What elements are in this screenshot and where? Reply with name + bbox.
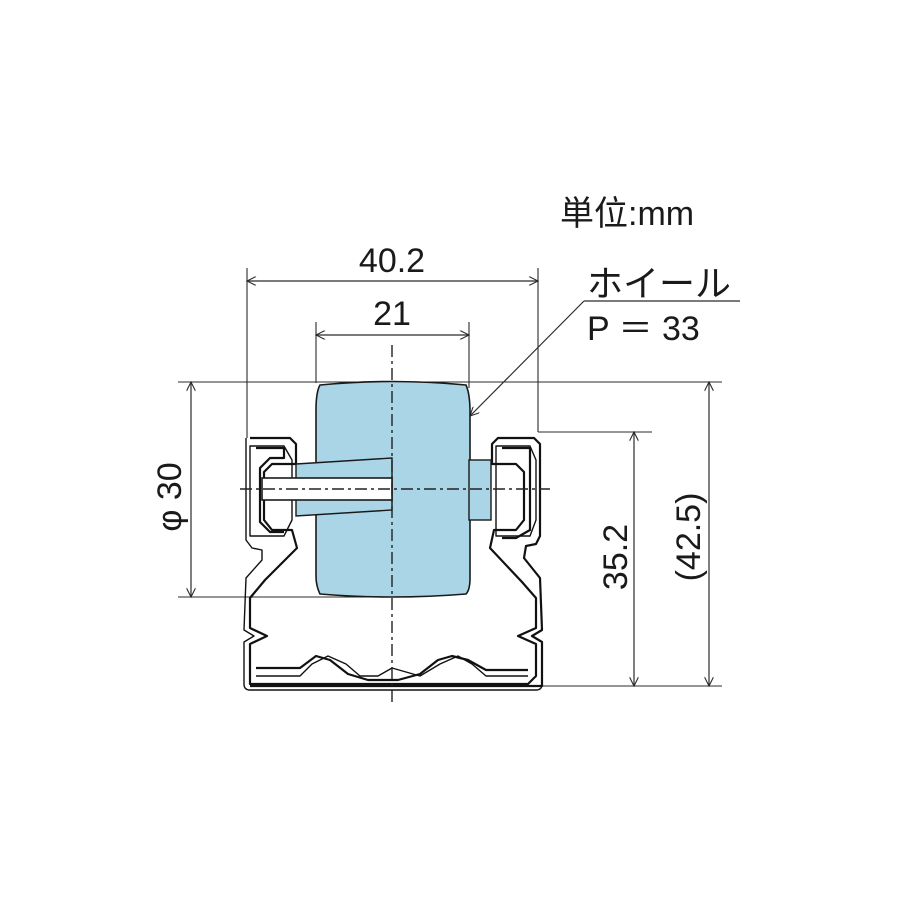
callout-pitch-label: P ＝ 33: [587, 310, 700, 348]
frame-inner-profile: [243, 438, 543, 691]
left-nut-block: [249, 445, 293, 537]
dim-total-height-label: (42.5): [670, 493, 708, 582]
dim-wheel-diameter-label: φ 30: [151, 462, 189, 531]
callout-wheel-label: ホイール: [587, 263, 731, 304]
dim-overall-width-label: 40.2: [359, 242, 425, 280]
frame-right-clamp: [502, 446, 532, 540]
frame-left-clamp: [256, 446, 286, 534]
right-nut-block: [495, 445, 537, 537]
wheel-body: [315, 380, 471, 598]
dim-frame-height-label: 35.2: [597, 524, 635, 590]
frame-outer-profile: [248, 436, 544, 688]
wheel-hub-right: [468, 459, 492, 521]
frame-base-wave: [256, 654, 528, 682]
conveyor-frame: [243, 436, 544, 691]
dim-wheel-width-label: 21: [373, 295, 411, 333]
callout-leader-line: [470, 300, 585, 416]
units-label: 単位:mm: [560, 195, 694, 233]
